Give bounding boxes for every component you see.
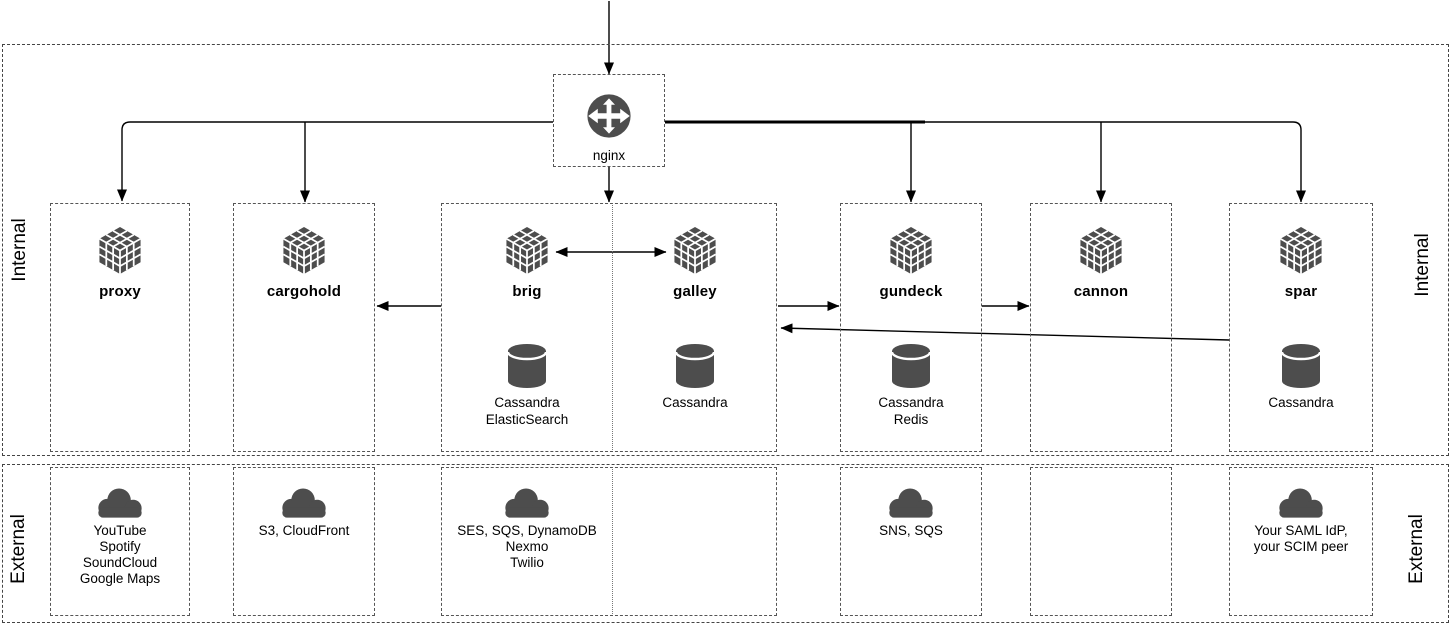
cloud-icon [885, 488, 937, 520]
internal-label-left: Internal [9, 218, 30, 282]
external-label-right: External [1406, 514, 1427, 584]
external-proxy: YouTube Spotify SoundCloud Google Maps [50, 467, 190, 616]
module-cube-icon [281, 224, 328, 277]
cell-brig: brig Cassandra ElasticSearch [442, 204, 612, 451]
external-gundeck: SNS, SQS [840, 467, 982, 616]
database-label: Cassandra Redis [878, 395, 944, 427]
router-icon [585, 92, 633, 140]
service-name: spar [1284, 283, 1318, 300]
database-label: Cassandra [662, 395, 728, 410]
external-brig-galley-divider [612, 469, 613, 614]
external-services-label: Your SAML IdP, your SCIM peer [1253, 523, 1349, 554]
external-cargohold: S3, CloudFront [233, 467, 375, 616]
external-spar: Your SAML IdP, your SCIM peer [1229, 467, 1373, 616]
external-label-left: External [8, 514, 29, 584]
external-cannon-empty [1030, 467, 1172, 616]
node-gundeck: gundeck Cassandra Redis [840, 203, 982, 452]
cloud-icon [501, 488, 553, 520]
external-services-label: SNS, SQS [879, 523, 943, 538]
database-cylinder-icon [1281, 343, 1321, 389]
database-label: Cassandra ElasticSearch [485, 395, 569, 427]
external-zone [2, 464, 1449, 623]
cell-galley: galley Cassandra [612, 204, 778, 451]
internal-zone [2, 44, 1449, 456]
module-cube-icon [1078, 224, 1125, 277]
node-spar: spar Cassandra [1229, 203, 1373, 452]
service-name: cargohold [266, 283, 342, 300]
node-cargohold: cargohold [233, 203, 375, 452]
database-cylinder-icon [507, 343, 547, 389]
module-cube-icon [672, 224, 719, 277]
service-name: proxy [99, 283, 141, 300]
service-name: brig [512, 283, 542, 300]
node-cannon: cannon [1030, 203, 1172, 452]
nginx-label: nginx [592, 148, 626, 163]
node-brig-galley: brig Cassandra ElasticSearch galley Cass… [441, 203, 777, 452]
external-brig-galley: SES, SQS, DynamoDB Nexmo Twilio [441, 467, 777, 616]
module-cube-icon [888, 224, 935, 277]
database-cylinder-icon [675, 343, 715, 389]
cloud-icon [94, 488, 146, 520]
module-cube-icon [1278, 224, 1325, 277]
external-services-label: S3, CloudFront [258, 523, 350, 538]
node-nginx: nginx [553, 74, 665, 167]
external-cell-brig: SES, SQS, DynamoDB Nexmo Twilio [442, 468, 612, 615]
brig-galley-divider [612, 205, 613, 450]
database-label: Cassandra [1268, 395, 1334, 410]
external-services-label: YouTube Spotify SoundCloud Google Maps [79, 523, 161, 586]
service-name: gundeck [879, 283, 943, 300]
node-proxy: proxy [50, 203, 190, 452]
module-cube-icon [97, 224, 144, 277]
module-cube-icon [504, 224, 551, 277]
service-name: cannon [1073, 283, 1129, 300]
cloud-icon [278, 488, 330, 520]
service-name: galley [673, 283, 717, 300]
database-cylinder-icon [891, 343, 931, 389]
cloud-icon [1275, 488, 1327, 520]
external-services-label: SES, SQS, DynamoDB Nexmo Twilio [457, 523, 597, 570]
internal-label-right: Internal [1412, 233, 1433, 297]
